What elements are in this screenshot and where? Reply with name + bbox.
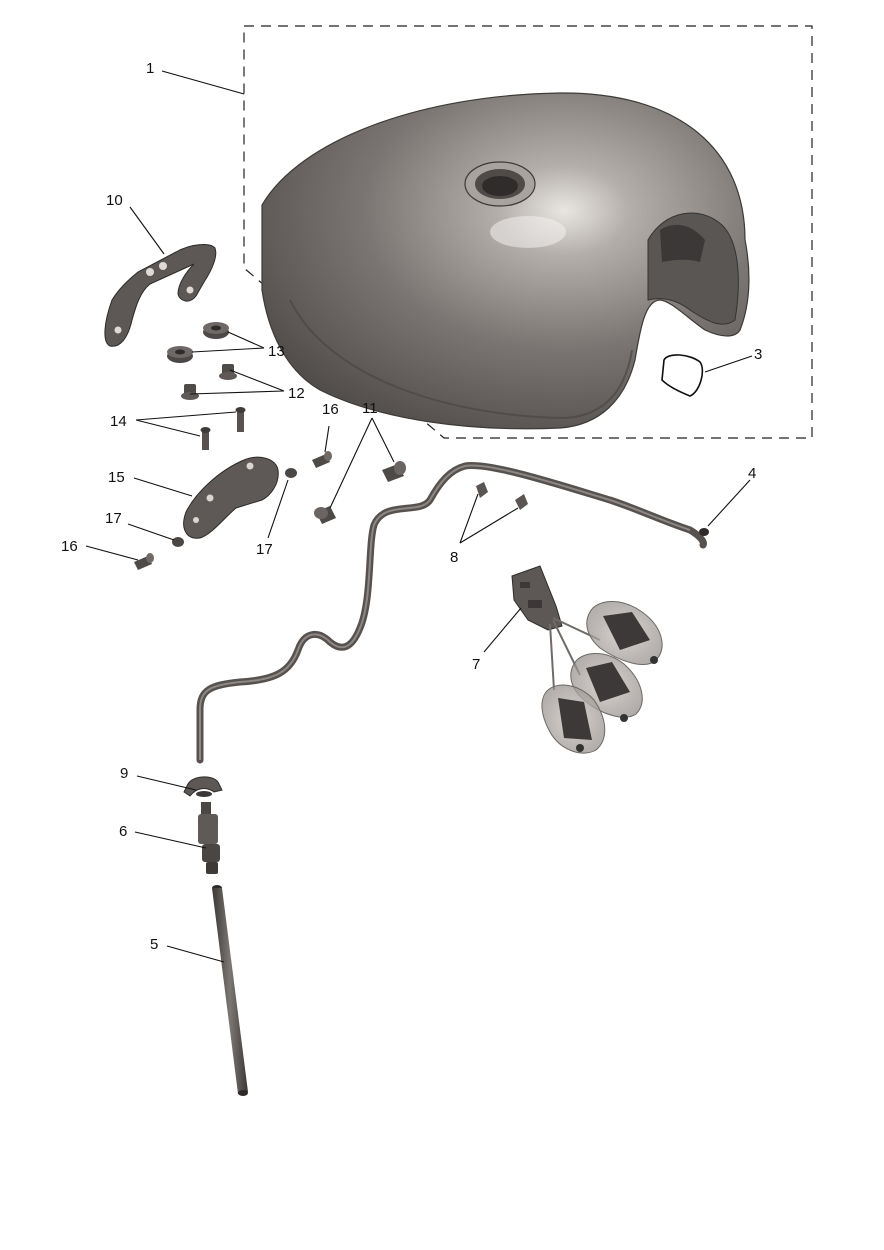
hose-clamp bbox=[183, 776, 223, 797]
leader-13a bbox=[227, 331, 265, 349]
leader-11a bbox=[371, 417, 395, 463]
leader-15 bbox=[133, 477, 193, 497]
small-spacer-pair bbox=[172, 468, 297, 547]
grommet-pair bbox=[167, 322, 229, 363]
callout-5: 5 bbox=[150, 936, 158, 953]
callout-14: 14 bbox=[110, 413, 127, 430]
callout-16-lower: 16 bbox=[61, 538, 78, 555]
fuel-level-sender bbox=[511, 565, 663, 754]
breather-valve bbox=[198, 802, 220, 874]
callout-17-left: 17 bbox=[105, 510, 122, 527]
float-3 bbox=[541, 684, 606, 754]
rear-bracket bbox=[183, 456, 279, 539]
callout-17-right: 17 bbox=[256, 541, 273, 558]
filler-gasket bbox=[661, 354, 704, 397]
leader-17a bbox=[127, 523, 175, 541]
callout-7: 7 bbox=[472, 656, 480, 673]
float-1 bbox=[586, 600, 663, 665]
callout-9: 9 bbox=[120, 765, 128, 782]
callout-4: 4 bbox=[748, 465, 756, 482]
leader-13b bbox=[191, 347, 265, 353]
leader-3 bbox=[704, 355, 753, 373]
callouts: 1 3 4 5 6 7 8 9 10 11 12 1 bbox=[61, 60, 762, 963]
leader-10 bbox=[129, 206, 165, 255]
leader-6 bbox=[134, 831, 207, 849]
leader-8a bbox=[459, 493, 479, 544]
leader-4 bbox=[707, 479, 751, 527]
callout-1: 1 bbox=[146, 60, 154, 77]
flange-bolt-pair bbox=[314, 461, 406, 524]
bolt-lower bbox=[134, 553, 154, 570]
leader-12a bbox=[229, 369, 285, 392]
leader-16b bbox=[85, 545, 139, 561]
bolt-upper bbox=[312, 451, 332, 468]
leader-14b bbox=[135, 419, 201, 437]
leader-1 bbox=[161, 70, 245, 95]
callout-12: 12 bbox=[288, 385, 305, 402]
leader-7 bbox=[483, 607, 522, 653]
leader-9 bbox=[136, 775, 197, 791]
mounting-bracket bbox=[104, 244, 217, 347]
leader-17b bbox=[267, 479, 289, 539]
callout-15: 15 bbox=[108, 469, 125, 486]
fuel-tank bbox=[261, 92, 750, 430]
spacer-pair bbox=[181, 364, 237, 400]
leader-11b bbox=[329, 417, 373, 509]
callout-6: 6 bbox=[119, 823, 127, 840]
callout-13: 13 bbox=[268, 343, 285, 360]
callout-11: 11 bbox=[362, 400, 378, 417]
drain-tube bbox=[212, 885, 248, 1096]
leader-5 bbox=[166, 945, 225, 963]
callout-8: 8 bbox=[450, 549, 458, 566]
tank-assembly-boundary bbox=[243, 25, 813, 439]
callout-16-upper: 16 bbox=[322, 401, 339, 418]
callout-10: 10 bbox=[106, 192, 123, 209]
bolt-pair bbox=[200, 407, 246, 450]
leader-16a bbox=[324, 425, 330, 453]
leader-14a bbox=[135, 411, 237, 421]
pipe-clip-pair bbox=[476, 482, 528, 510]
leader-12b bbox=[189, 390, 285, 395]
callout-3: 3 bbox=[754, 346, 762, 363]
leader-8b bbox=[459, 507, 519, 544]
